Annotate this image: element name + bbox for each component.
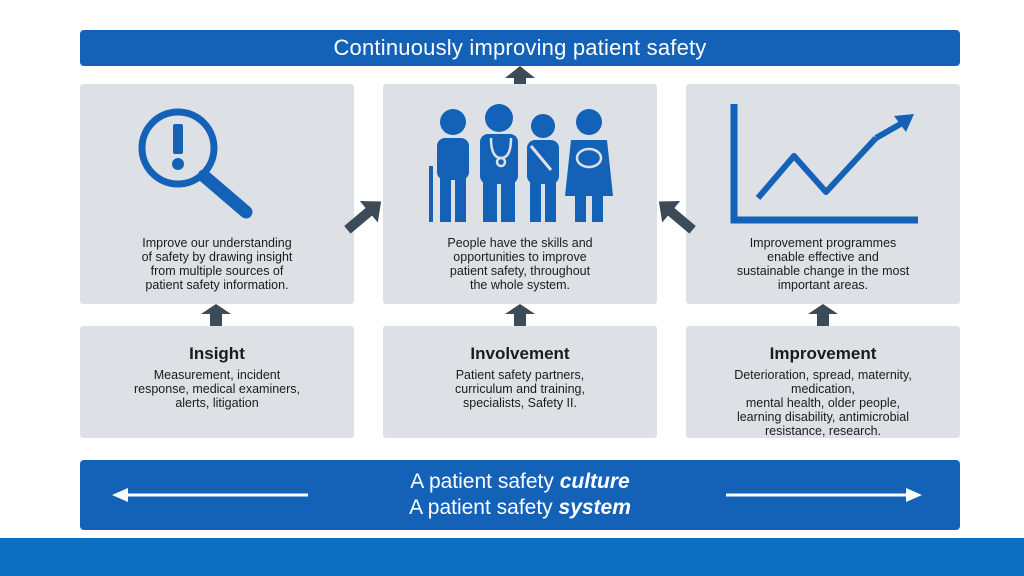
insight-desc-line: from multiple sources of (150, 264, 284, 278)
arrow-up-to-banner-icon (505, 66, 535, 100)
improvement-title: Improvement (769, 344, 877, 363)
insight-desc-line: of safety by drawing insight (141, 250, 293, 264)
insight-detail-line: alerts, litigation (175, 396, 259, 410)
improvement-detail-line: Deterioration, spread, maternity, (734, 368, 912, 382)
involvement-lower-panel: Involvement Patient safety partners, cur… (383, 326, 657, 438)
arrow-right-icon (726, 488, 922, 502)
culture-line: A patient safety culture (80, 470, 960, 494)
involvement-title: Involvement (470, 344, 570, 363)
insight-desc-line: Improve our understanding (142, 236, 292, 250)
improvement-desc-line: important areas. (777, 278, 869, 292)
header-title: Continuously improving patient safety (333, 35, 707, 60)
involvement-description: People have the skills and opportunities… (395, 236, 645, 292)
culture-system-banner: A patient safety culture A patient safet… (80, 460, 960, 530)
improvement-description: Improvement programmes enable effective … (698, 236, 948, 292)
improvement-detail-line: learning disability, antimicrobial (736, 410, 910, 424)
insight-title: Insight (189, 344, 245, 363)
improvement-desc-line: enable effective and (767, 250, 879, 264)
header-banner: Continuously improving patient safety (80, 30, 960, 66)
insight-upper-panel: Improve our understanding of safety by d… (80, 84, 354, 304)
improvement-desc-line: Improvement programmes (749, 236, 897, 250)
system-line: A patient safety system (80, 496, 960, 520)
system-line-prefix: A patient safety (409, 496, 559, 519)
involvement-desc-line: opportunities to improve (453, 250, 587, 264)
involvement-detail-line: Patient safety partners, (455, 368, 585, 382)
improvement-detail-line: resistance, research. (764, 424, 882, 438)
system-word: system (558, 496, 631, 519)
involvement-desc-line: the whole system. (469, 278, 571, 292)
improvement-desc-line: sustainable change in the most (736, 264, 910, 278)
insight-desc-line: patient safety information. (145, 278, 289, 292)
footer-strip (0, 538, 1024, 576)
culture-line-prefix: A patient safety (410, 470, 560, 493)
improvement-detail-line: mental health, older people, (745, 396, 901, 410)
involvement-desc-line: People have the skills and (447, 236, 593, 250)
arrow-diagonal-left-icon (658, 201, 696, 234)
improvement-details: Deterioration, spread, maternity, medica… (698, 368, 948, 438)
arrow-up-improvement-icon (808, 304, 838, 326)
involvement-detail-line: curriculum and training, (455, 382, 585, 396)
involvement-detail-line: specialists, Safety II. (463, 396, 577, 410)
insight-detail-line: response, medical examiners, (133, 382, 301, 396)
improvement-detail-line: medication, (791, 382, 855, 396)
arrow-diagonal-right-icon (344, 201, 382, 234)
insight-lower-panel: Insight Measurement, incident response, … (80, 326, 354, 438)
involvement-upper-panel: People have the skills and opportunities… (383, 84, 657, 304)
arrow-up-insight-icon (201, 304, 231, 326)
culture-word: culture (559, 470, 630, 493)
involvement-details: Patient safety partners, curriculum and … (395, 368, 645, 410)
arrow-up-involvement-icon (505, 304, 535, 326)
improvement-upper-panel: Improvement programmes enable effective … (686, 84, 960, 304)
involvement-desc-line: patient safety, throughout (449, 264, 591, 278)
people-group-icon (429, 104, 613, 222)
insight-details: Measurement, incident response, medical … (92, 368, 342, 410)
magnifier-exclamation-icon (138, 108, 253, 219)
insight-description: Improve our understanding of safety by d… (92, 236, 342, 292)
arrow-left-icon (112, 488, 308, 502)
insight-detail-line: Measurement, incident (153, 368, 281, 382)
improvement-lower-panel: Improvement Deterioration, spread, mater… (686, 326, 960, 438)
rising-chart-icon (730, 104, 918, 224)
